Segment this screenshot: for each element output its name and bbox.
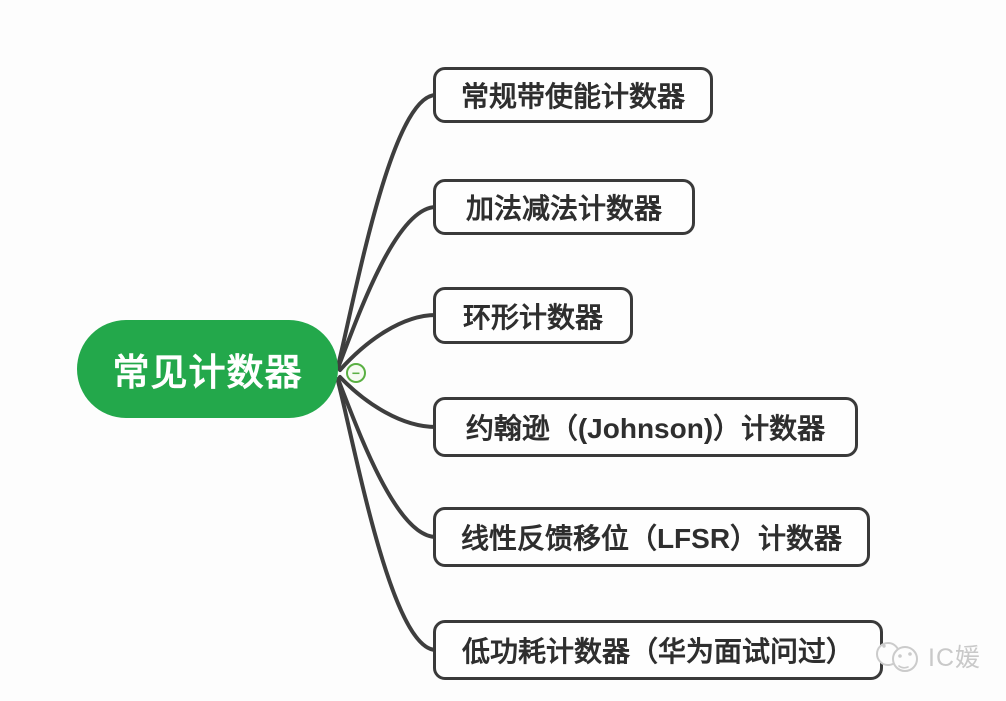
chat-faces-icon <box>876 642 918 672</box>
child-node-label: 加法减法计数器 <box>465 193 662 224</box>
watermark: IC媛 <box>872 634 1002 678</box>
child-node-label: 线性反馈移位（LFSR）计数器 <box>460 523 843 554</box>
child-node-ring-counter[interactable]: 环形计数器 <box>433 287 633 344</box>
branch-line-5 <box>336 377 438 539</box>
child-node-label: 环形计数器 <box>462 301 603 333</box>
watermark-text: IC媛 <box>928 644 982 672</box>
collapse-button[interactable]: − <box>346 363 366 383</box>
branch-line-4 <box>338 375 438 429</box>
child-node-label: 低功耗计数器（华为面试问过） <box>461 636 854 667</box>
child-node-johnson-counter[interactable]: 约翰逊（(Johnson)）计数器 <box>433 397 858 457</box>
branch-line-3 <box>338 313 438 372</box>
branch-line-2 <box>336 205 438 370</box>
child-node-label: 常规带使能计数器 <box>460 81 685 112</box>
branch-line-1 <box>336 93 438 368</box>
child-node-regular-enable-counter[interactable]: 常规带使能计数器 <box>433 67 713 123</box>
minus-icon: − <box>351 364 361 381</box>
branch-line-6 <box>336 379 438 652</box>
child-node-lfsr-counter[interactable]: 线性反馈移位（LFSR）计数器 <box>433 507 870 567</box>
child-node-label: 约翰逊（(Johnson)）计数器 <box>465 413 826 444</box>
child-node-low-power-counter[interactable]: 低功耗计数器（华为面试问过） <box>433 620 883 680</box>
child-node-up-down-counter[interactable]: 加法减法计数器 <box>433 179 695 235</box>
root-node-label: 常见计数器 <box>112 352 303 393</box>
root-node[interactable]: 常见计数器 <box>77 320 338 418</box>
